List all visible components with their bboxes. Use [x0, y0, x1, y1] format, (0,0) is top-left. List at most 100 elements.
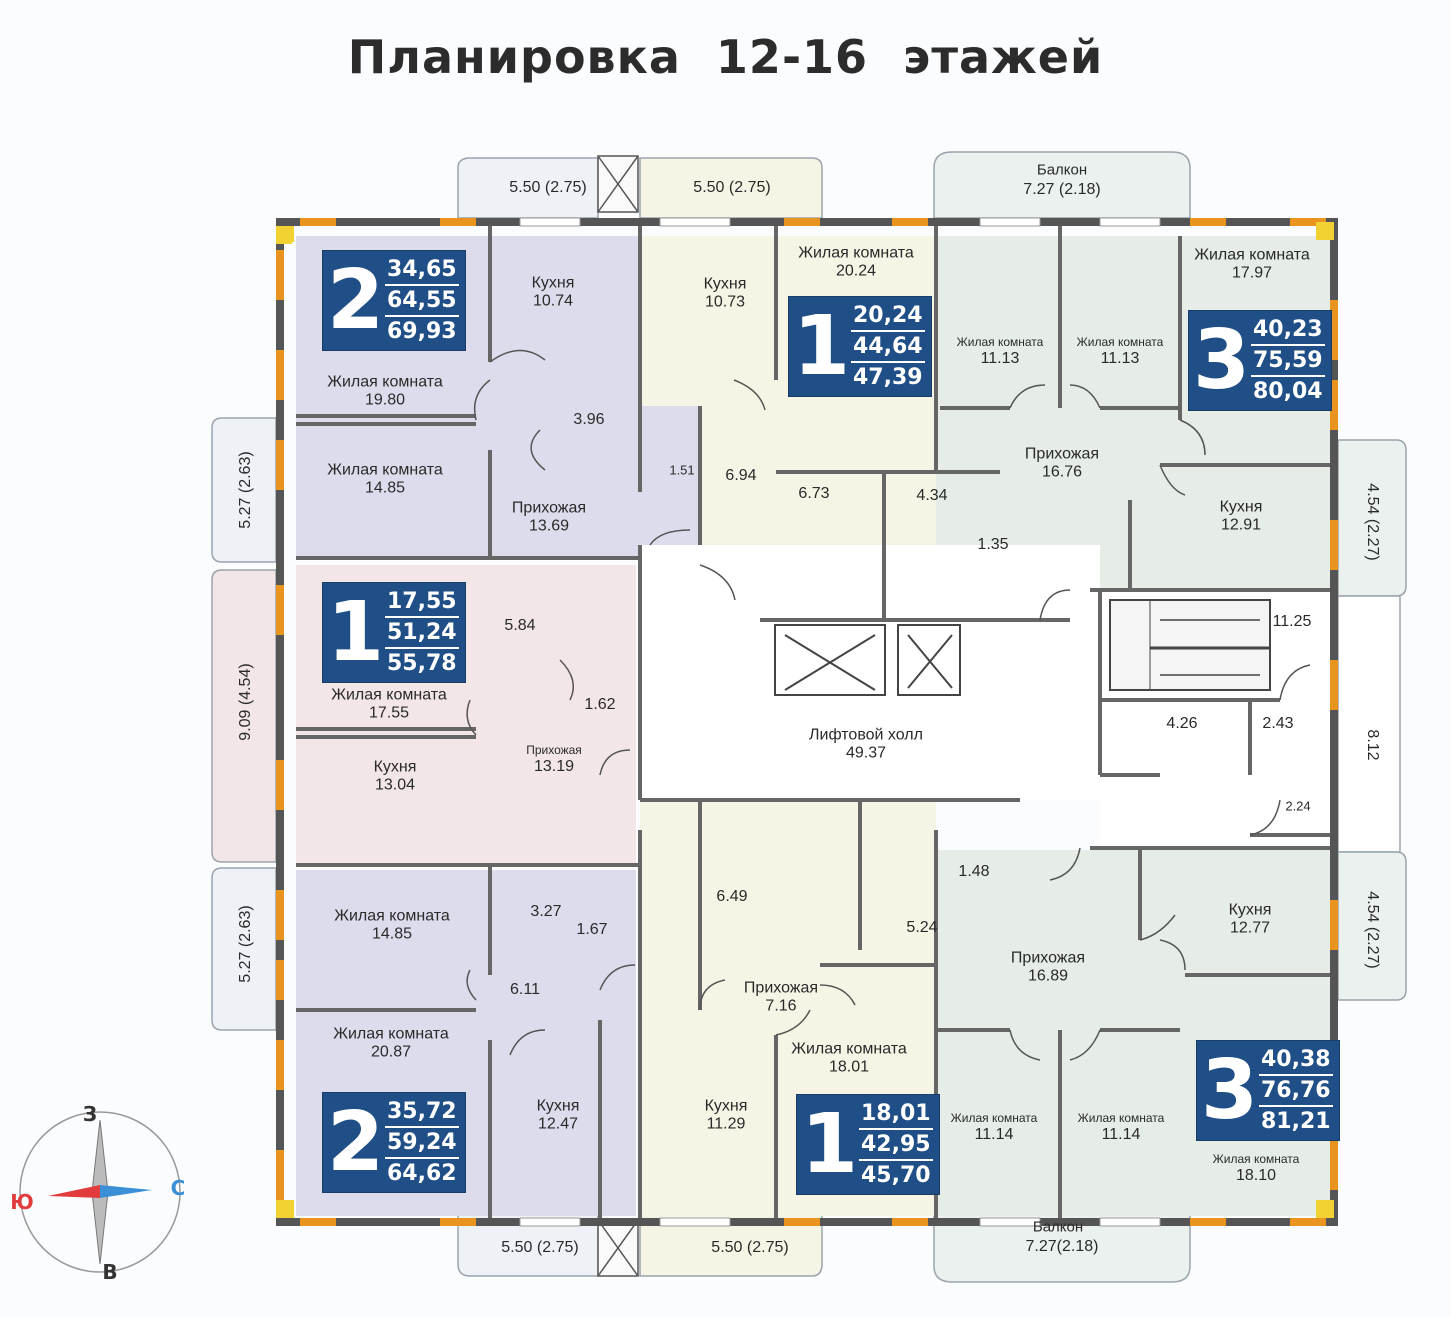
room-name: Жилая комната [950, 1110, 1038, 1125]
room-name: Жилая комната [798, 244, 914, 262]
room-area: 12.77 [1229, 920, 1271, 937]
room-area: 20.24 [835, 263, 877, 280]
room-area: 13.19 [533, 757, 575, 775]
apartment-area-value: 69,93 [387, 319, 457, 344]
room-name: Лифтовой холл [809, 726, 923, 744]
room-area: 16.89 [1027, 968, 1069, 985]
compass-west: З [82, 1102, 98, 1126]
small-area-label: 6.11 [510, 981, 540, 998]
room-area: 14.85 [364, 480, 406, 497]
room-name: Жилая комната [956, 334, 1044, 349]
apartment-room-count: 3 [1201, 1042, 1259, 1138]
balcony-top-center-dim: 5.50 (2.75) [693, 179, 771, 196]
apartment-room-count: 2 [327, 252, 385, 348]
room-area: 10.73 [704, 294, 746, 311]
small-area-label: 1.35 [977, 536, 1009, 553]
room-area: 16.76 [1041, 464, 1083, 481]
core [774, 599, 1271, 696]
small-area-label: 4.34 [916, 487, 948, 504]
room-area: 14.85 [371, 926, 413, 943]
balcony-left-1-dim: 5.27 (2.63) [237, 451, 254, 529]
compass [19, 1111, 181, 1273]
apartment-area-value: 44,64 [851, 332, 925, 363]
apartment-area-value: 76,76 [1259, 1076, 1333, 1107]
room-area: 18.01 [828, 1059, 870, 1076]
balcony-top-left [457, 157, 599, 219]
compass-east: В [102, 1260, 118, 1284]
interior-walls [296, 226, 1330, 1218]
apartment-area-value: 40,38 [1259, 1045, 1333, 1076]
room-area: 19.80 [364, 392, 406, 409]
room-area: 17.97 [1231, 265, 1273, 282]
apartment-room-count: 1 [801, 1096, 859, 1192]
apartment-room-count: 1 [327, 584, 385, 680]
balcony-bottom-right-dim: 7.27(2.18) [1025, 1238, 1099, 1255]
apartment-area-value: 59,24 [385, 1128, 459, 1159]
room-name: Кухня [373, 758, 417, 776]
room-name: Жилая комната [791, 1040, 907, 1058]
compass-north: С [170, 1176, 186, 1200]
balcony-left-2 [211, 569, 277, 863]
room-name: Прихожая [526, 742, 582, 757]
apartment-area-value: 18,01 [859, 1099, 933, 1130]
room-area: 7.16 [765, 998, 797, 1015]
room-area: 11.14 [1101, 1125, 1141, 1143]
apartment-area-value: 80,04 [1253, 379, 1323, 404]
room-area: 11.14 [974, 1125, 1014, 1143]
room-name: Кухня [1219, 498, 1263, 516]
room-area: 12.91 [1220, 517, 1262, 534]
small-area-label: 3.96 [573, 411, 605, 428]
small-area-label: 2.24 [1285, 798, 1311, 814]
balcony-right-3-dim: 4.54 (2.27) [1364, 891, 1381, 969]
door-swings [466, 349, 1311, 1061]
balcony-top-right [933, 151, 1191, 219]
balcony-bottom-left [457, 1214, 599, 1277]
room-name: Прихожая [743, 979, 819, 997]
small-area-label: 1.48 [958, 863, 990, 880]
apartment-room-count: 2 [327, 1094, 385, 1190]
small-area-label: 3.27 [530, 903, 562, 920]
small-area-label: 6.94 [725, 467, 757, 484]
room-name: Кухня [704, 1097, 748, 1115]
apartment-area-value: 64,62 [387, 1161, 457, 1186]
room-area: 20.87 [370, 1044, 412, 1061]
small-area-label: 5.24 [906, 919, 938, 936]
balcony-top-center [639, 157, 823, 219]
balcony-right-2-dim: 8.12 [1364, 729, 1381, 761]
balcony-left-3-dim: 5.27 (2.63) [237, 905, 254, 983]
room-area: 11.13 [1100, 349, 1140, 367]
balcony-bottom-right-label: Балкон [1032, 1218, 1084, 1236]
room-name: Жилая комната [331, 686, 447, 704]
apartment-area-value: 64,55 [385, 286, 459, 317]
vent-shafts [597, 155, 639, 1277]
apartment-area-value: 47,39 [853, 365, 923, 390]
room-name: Жилая комната [333, 1025, 449, 1043]
balcony-bottom-center [639, 1214, 823, 1277]
room-name: Кухня [536, 1097, 580, 1115]
apartment-area-value: 81,21 [1261, 1109, 1331, 1134]
room-area: 10.74 [532, 293, 574, 310]
compass-south: Ю [10, 1190, 34, 1214]
